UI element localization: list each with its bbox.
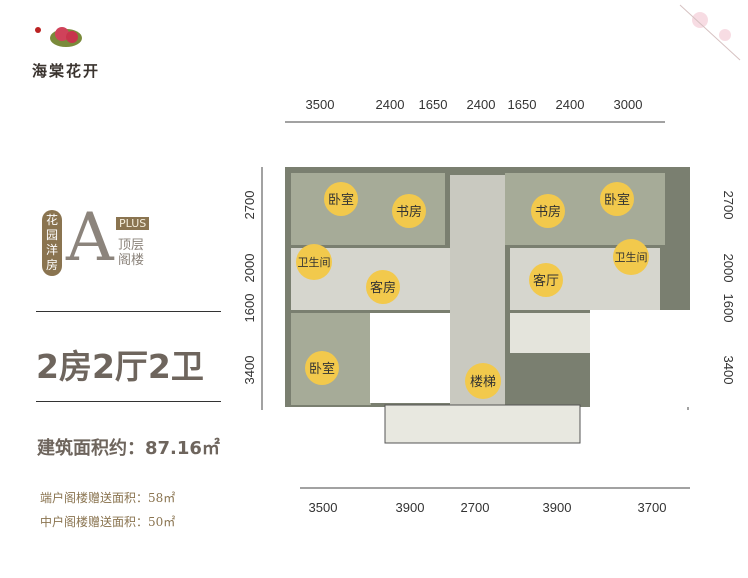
- plan-label: 3900: [396, 500, 425, 515]
- divider: [36, 311, 221, 312]
- room-bedroom: 卧室: [600, 182, 634, 216]
- plan-label: 2700: [461, 500, 490, 515]
- room-bedroom: 卧室: [324, 182, 358, 216]
- brand-logo: [34, 20, 94, 56]
- plan-label: 1650: [508, 97, 537, 112]
- plan-label: 卧室: [328, 192, 354, 207]
- plan-label: 书房: [535, 204, 561, 219]
- plan-label: 卫生间: [298, 255, 331, 269]
- plan-label: 楼梯: [470, 374, 496, 389]
- plan-label: 3400: [721, 356, 736, 385]
- plan-label: 卧室: [309, 361, 335, 376]
- room-labels: 卧室 书房 书房 卧室 卫生间 客房 客厅 卫生间 卧室 楼梯: [296, 182, 649, 399]
- room-living: 客厅: [529, 263, 563, 297]
- room-study: 书房: [392, 194, 426, 228]
- plan-label: 3500: [306, 97, 335, 112]
- floor-label: 顶层阁楼: [118, 238, 145, 268]
- plan-label: 2400: [556, 97, 585, 112]
- plan-label: 3700: [638, 500, 667, 515]
- plan-label: 卧室: [604, 192, 630, 207]
- divider: [36, 401, 221, 402]
- plan-label: 客房: [370, 280, 396, 295]
- plan-label: 2000: [721, 254, 736, 283]
- plan-label: 客厅: [533, 273, 559, 288]
- plan-label: 3400: [242, 356, 257, 385]
- room-stairs: 楼梯: [465, 363, 501, 399]
- room-bathroom: 卫生间: [296, 244, 332, 280]
- mid-unit-gift-area: 中户阁楼赠送面积：50㎡: [40, 515, 176, 529]
- plan-label: 2700: [721, 191, 736, 220]
- plan-label: 卫生间: [615, 250, 648, 264]
- end-unit-gift-area: 端户阁楼赠送面积：58㎡: [40, 491, 176, 505]
- plan-label: 2400: [376, 97, 405, 112]
- plan-label: 1650: [419, 97, 448, 112]
- plan-label: 1600: [242, 294, 257, 323]
- plan-label: 3900: [543, 500, 572, 515]
- room-bedroom: 卧室: [305, 351, 339, 385]
- room-study: 书房: [531, 194, 565, 228]
- plan-label: 2000: [242, 254, 257, 283]
- brand-name: 海棠花开: [32, 62, 101, 80]
- unit-type: A: [66, 199, 114, 276]
- blossom-decoration: [679, 4, 741, 61]
- plan-label: 2400: [467, 97, 496, 112]
- category-badge: 花园洋房: [42, 210, 62, 276]
- room-bathroom: 卫生间: [613, 239, 649, 275]
- layout-title: 2房2厅2卫: [36, 347, 204, 386]
- dimension-labels: 3500 2400 1650 2400 1650 2400 3000 3500 3900 270…: [242, 97, 736, 515]
- plan-label: 3000: [614, 97, 643, 112]
- room-guest: 客房: [366, 270, 400, 304]
- plan-label: 1600: [721, 294, 736, 323]
- plus-tag: PLUS: [116, 217, 150, 230]
- building-area: 建筑面积约：87.16㎡: [37, 438, 220, 459]
- plan-label: 书房: [396, 204, 422, 219]
- plan-label: 3500: [309, 500, 338, 515]
- plan-label: 2700: [242, 191, 257, 220]
